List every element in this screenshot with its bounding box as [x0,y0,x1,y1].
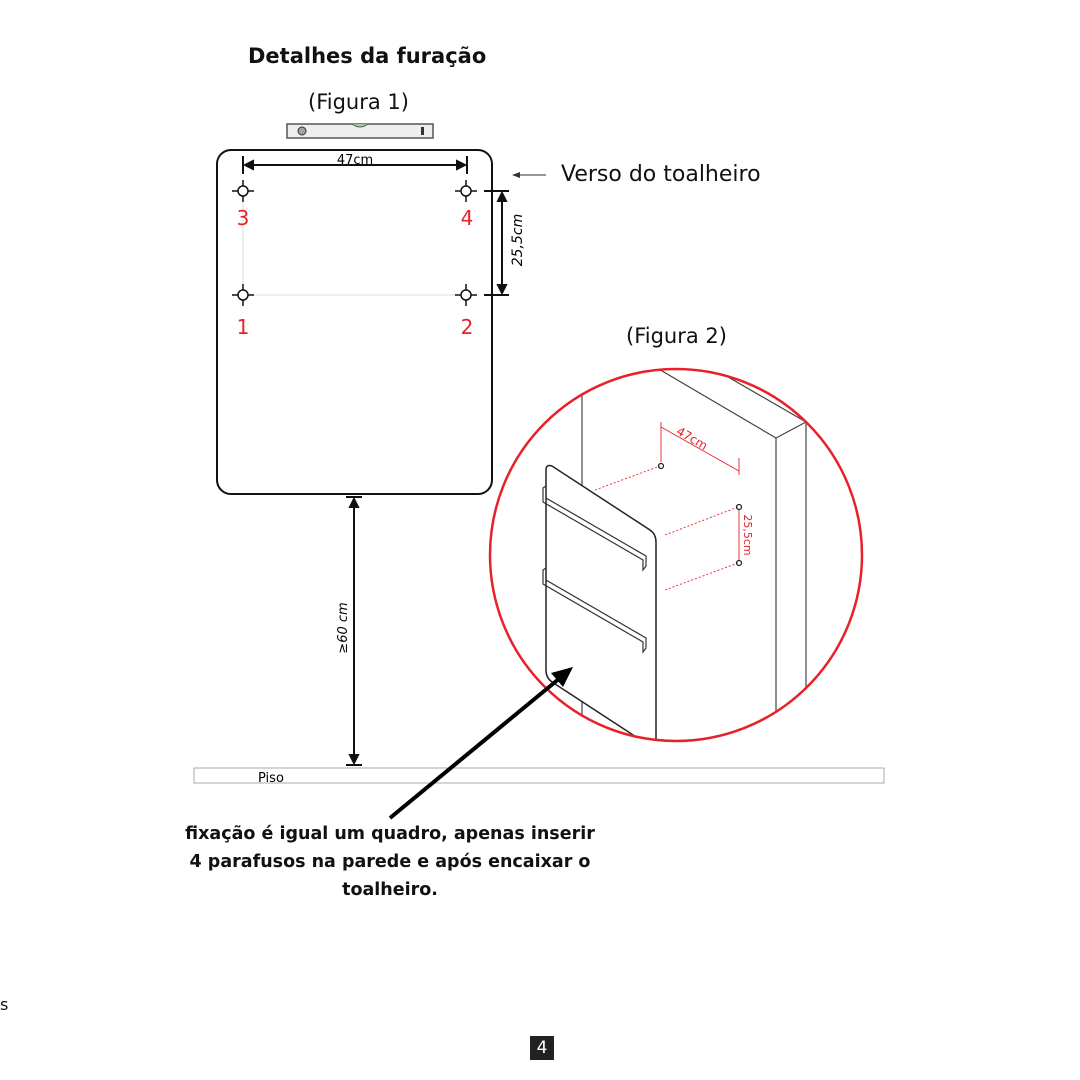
hole-label-3: 3 [237,206,250,230]
height-dimension [484,190,509,296]
detail-circle [488,367,864,743]
spirit-level-icon [286,123,434,139]
width-dimension-label: 47cm [337,153,373,168]
pointer-arrow-icon [512,172,546,178]
height-dimension-label: 25,5cm [510,214,526,267]
towel-rail-back-panel [216,149,493,495]
callout-arrow-icon [388,667,573,820]
hole-1-marker [232,284,254,306]
floor [193,767,885,784]
hole-markers [232,180,477,306]
back-side-label: Verso do toalheiro [561,162,761,187]
figure-1-label: (Figura 1) [308,90,409,114]
width-dimension [242,156,468,174]
hole-4-marker [455,180,477,202]
stray-text: s [0,995,9,1014]
hole-label-1: 1 [237,315,250,339]
page-number: 4 [530,1036,554,1060]
page-title: Detalhes da furação [248,44,487,68]
installation-caption: fixação é igual um quadro, apenas inseri… [185,824,595,900]
wall-mount-illustration [542,369,807,741]
floor-distance-label: ≥60 cm [336,602,351,653]
hole-label-4: 4 [461,206,474,230]
fig2-height-label: 25,5cm [741,514,754,555]
floor-label: Piso [258,771,284,786]
fig2-width-label: 47cm [674,424,710,453]
floor-distance-dimension [346,496,362,766]
hole-2-marker [455,284,477,306]
hole-label-2: 2 [461,315,474,339]
hole-3-marker [232,180,254,202]
figure-2-label: (Figura 2) [626,324,727,348]
